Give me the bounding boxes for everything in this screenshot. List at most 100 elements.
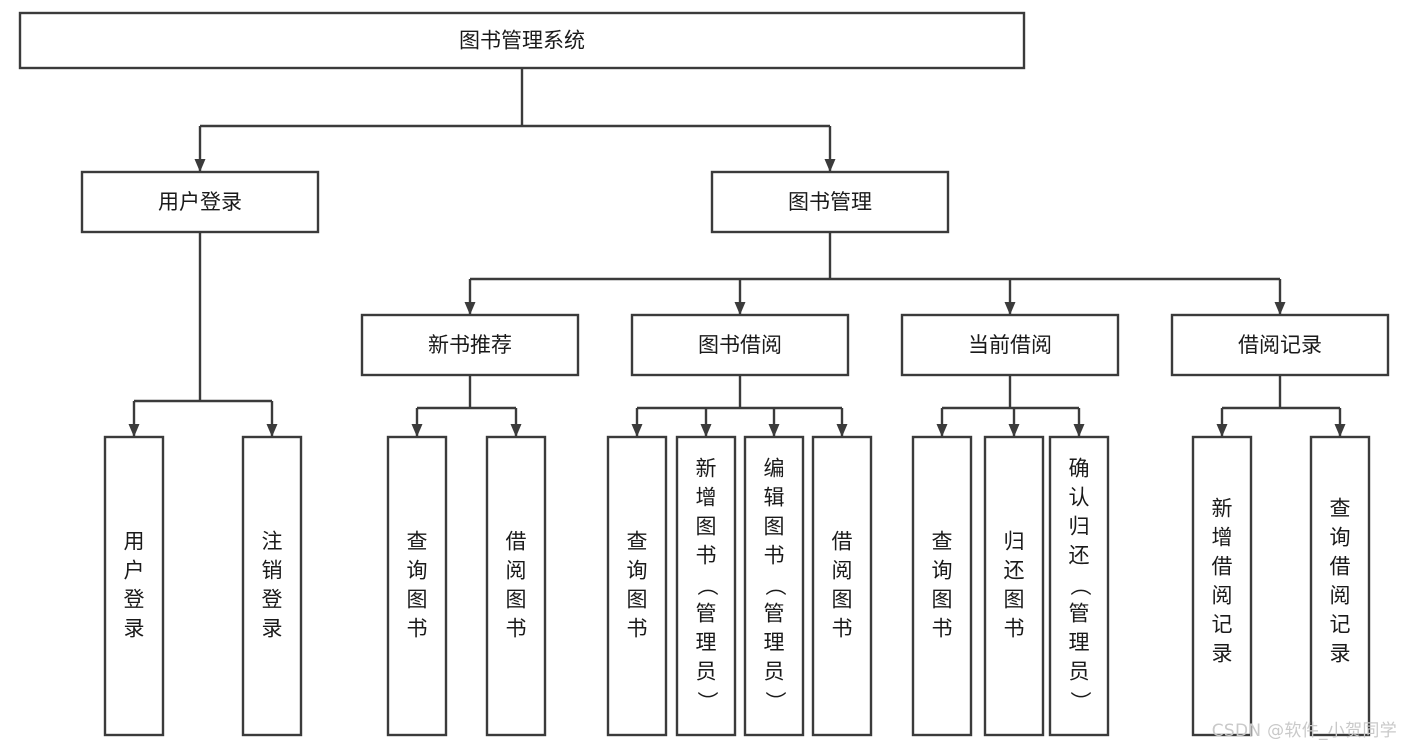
node-label-char: 图 (627, 588, 648, 612)
node-label-char: 查 (932, 530, 953, 554)
node-label-char: 归 (1069, 515, 1090, 539)
arrow-head-icon (1008, 424, 1020, 437)
connector-group-root (194, 68, 836, 172)
node-label-char: 图 (506, 588, 527, 612)
node-box-borrow-record (1170, 313, 1390, 377)
node-label-char: 图 (1004, 588, 1025, 612)
node-label-char: 录 (1330, 642, 1351, 666)
node-borrow-record[interactable]: 借阅记录 (1170, 313, 1390, 377)
arrow-head-icon (768, 424, 780, 437)
node-label-char: 图 (932, 588, 953, 612)
node-label-char: 用 (124, 530, 145, 554)
node-box-leaf-recommend-borrow-book (485, 435, 547, 737)
arrow-head-icon (1004, 302, 1016, 315)
arrow-head-icon (464, 302, 476, 315)
node-label-char: 录 (1212, 642, 1233, 666)
arrow-head-icon (194, 159, 206, 172)
arrow-head-icon (700, 424, 712, 437)
node-label-char: 书 (764, 544, 785, 568)
arrow-head-icon (1334, 424, 1346, 437)
node-book-borrow[interactable]: 图书借阅 (630, 313, 850, 377)
node-label-char: 书 (932, 617, 953, 641)
node-box-new-book-recommend (360, 313, 580, 377)
node-box-leaf-record-add (1191, 435, 1253, 737)
connector-group-new-book-recommend (411, 375, 522, 437)
node-layer: 图书管理系统用户登录图书管理新书推荐图书借阅当前借阅借阅记录用户登录注销登录查询… (18, 11, 1390, 737)
connector-group-book-manage (464, 232, 1286, 315)
node-label-char: 销 (262, 559, 283, 583)
arrow-head-icon (1274, 302, 1286, 315)
node-box-root (18, 11, 1026, 70)
node-box-book-borrow (630, 313, 850, 377)
node-book-manage[interactable]: 图书管理 (710, 170, 950, 234)
node-current-borrow[interactable]: 当前借阅 (900, 313, 1120, 377)
node-label-char: 借 (832, 530, 853, 554)
node-new-book-recommend[interactable]: 新书推荐 (360, 313, 580, 377)
node-label-char: 图 (832, 588, 853, 612)
node-label-book-borrow: 图书借阅 (698, 333, 782, 357)
node-label-char: 查 (407, 530, 428, 554)
node-label-borrow-record: 借阅记录 (1238, 333, 1322, 357)
node-label-char: 借 (506, 530, 527, 554)
node-label-char: ） (763, 691, 787, 712)
node-label-char: 员 (764, 660, 785, 684)
node-label-char: 登 (124, 588, 145, 612)
node-user-login[interactable]: 用户登录 (80, 170, 320, 234)
node-label-char: 还 (1004, 559, 1025, 583)
node-leaf-user-login[interactable]: 用户登录 (103, 435, 165, 737)
node-label-char: 认 (1069, 486, 1090, 510)
arrow-head-icon (1216, 424, 1228, 437)
node-box-leaf-recommend-query-book (386, 435, 448, 737)
arrow-head-icon (510, 424, 522, 437)
node-label-char: 图 (407, 588, 428, 612)
arrow-head-icon (1073, 424, 1085, 437)
node-label-char: 询 (627, 559, 648, 583)
node-label-char: 员 (696, 660, 717, 684)
node-label-char: 理 (696, 631, 717, 655)
node-label-char: 书 (1004, 617, 1025, 641)
node-label-char: 阅 (832, 559, 853, 583)
connector-group-book-borrow (631, 375, 848, 437)
node-label-char: 理 (764, 631, 785, 655)
connector-group-borrow-record (1216, 375, 1346, 437)
node-label-char: 借 (1212, 555, 1233, 579)
node-label-char: 询 (1330, 526, 1351, 550)
node-label-char: 询 (932, 559, 953, 583)
node-label-char: 录 (262, 617, 283, 641)
node-label-char: 还 (1069, 544, 1090, 568)
node-label-char: ） (1068, 691, 1092, 712)
node-label-char: 图 (764, 515, 785, 539)
node-box-leaf-current-confirm-return (1048, 435, 1110, 737)
node-box-book-manage (710, 170, 950, 234)
node-label-char: 书 (506, 617, 527, 641)
node-box-leaf-user-login (103, 435, 165, 737)
node-label-char: 注 (262, 530, 283, 554)
node-label-char: 登 (262, 588, 283, 612)
node-label-char: 编 (764, 457, 785, 481)
node-label-current-borrow: 当前借阅 (968, 333, 1052, 357)
node-label-char: 户 (124, 559, 145, 583)
node-label-char: 归 (1004, 530, 1025, 554)
node-label-char: 增 (696, 486, 717, 510)
arrow-head-icon (734, 302, 746, 315)
node-root[interactable]: 图书管理系统 (18, 11, 1026, 70)
arrow-head-icon (631, 424, 643, 437)
node-box-leaf-borrow-borrow-book (811, 435, 873, 737)
connector-group-user-login (128, 232, 278, 437)
arrow-head-icon (836, 424, 848, 437)
node-label-char: 增 (1212, 526, 1233, 550)
